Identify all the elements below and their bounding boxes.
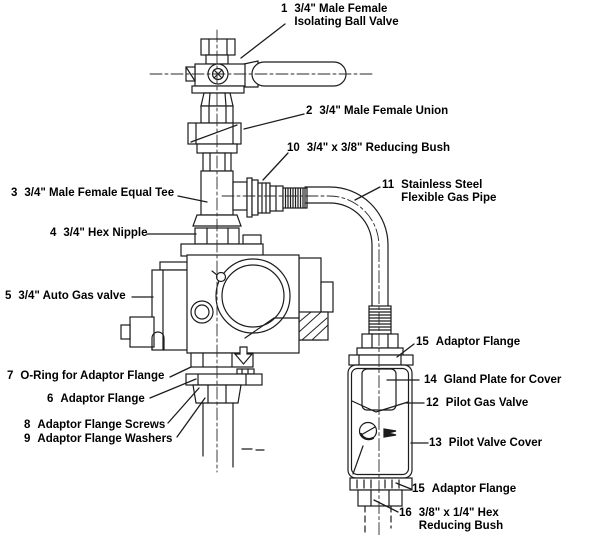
label-number: 5 [5, 290, 12, 302]
part-label-15-top: 15 Adaptor Flange [416, 336, 520, 349]
leader-line-15b [395, 482, 412, 490]
part-label-9: 9 Adaptor Flange Washers [24, 433, 172, 446]
part-label-8: 8 Adaptor Flange Screws [24, 419, 165, 432]
part-label-7: 7 O-Ring for Adaptor Flange [7, 370, 164, 383]
flex-pipe-top-braid [282, 187, 308, 209]
label-number: 13 [429, 437, 442, 449]
equal-tee-drawing [192, 170, 259, 227]
label-number: 10 [287, 142, 300, 154]
label-number: 12 [426, 397, 439, 409]
label-text: O-Ring for Adaptor Flange [20, 370, 165, 382]
label-text: 3/4" Male Female Equal Tee [24, 187, 175, 199]
label-number: 2 [306, 105, 313, 117]
label-number: 15 [412, 483, 425, 495]
leader-line-15a [396, 343, 415, 358]
pilot-bottom-adaptor-flange-drawing [349, 477, 413, 507]
part-label-14: 14 Gland Plate for Cover [424, 374, 561, 387]
part-label-15-bottom: 15 Adaptor Flange [412, 483, 516, 496]
leader-line-8 [167, 387, 200, 424]
label-text: Gland Plate for Cover [443, 374, 562, 386]
label-number: 8 [24, 419, 31, 431]
isolating-ball-valve-drawing [185, 38, 347, 107]
label-text: Pilot Valve Cover [448, 437, 543, 449]
label-text: Adaptor Flange [431, 483, 517, 495]
union-drawing [187, 105, 242, 172]
leader-line-16 [373, 499, 399, 513]
part-label-16: 16 3/8" x 1/4" Hex Reducing Bush [399, 507, 503, 533]
label-text: Pilot Gas Valve [445, 397, 529, 409]
flow-direction-arrow-icon [233, 346, 254, 365]
part-label-3: 3 3/4" Male Female Equal Tee [11, 187, 174, 200]
leader-lines [131, 23, 429, 513]
adaptor-flange-drawing [185, 373, 263, 404]
label-number: 9 [24, 433, 31, 445]
label-number: 16 [399, 507, 412, 519]
leader-line-9 [176, 397, 206, 438]
label-number: 6 [47, 393, 54, 405]
label-number: 11 [382, 179, 395, 191]
pilot-top-adaptor-flange-drawing [348, 333, 414, 366]
label-number: 14 [424, 374, 437, 386]
flex-pipe-bottom-braid [368, 305, 392, 335]
leader-line-1 [240, 23, 286, 59]
label-text: 3/4" Male Female Isolating Ball Valve [294, 3, 399, 28]
label-text: 3/4" Hex Nipple [63, 227, 148, 239]
part-label-12: 12 Pilot Gas Valve [426, 397, 528, 410]
label-text: Adaptor Flange [60, 393, 145, 405]
label-text: 3/8" x 1/4" Hex Reducing Bush [418, 507, 504, 532]
part-label-13: 13 Pilot Valve Cover [429, 437, 542, 450]
part-label-2: 2 3/4" Male Female Union [306, 105, 448, 118]
label-text: 3/4" x 3/8" Reducing Bush [306, 142, 450, 154]
label-text: 3/4" Auto Gas valve [18, 290, 126, 302]
leader-line-10 [262, 152, 289, 181]
leader-line-11 [354, 186, 381, 201]
label-number: 7 [7, 370, 14, 382]
pilot-valve-drawing [347, 364, 413, 479]
label-number: 15 [416, 336, 429, 348]
part-label-4: 4 3/4" Hex Nipple [50, 227, 147, 240]
label-text: Stainless Steel Flexible Gas Pipe [401, 179, 497, 204]
label-number: 1 [281, 3, 288, 15]
centre-lines [149, 29, 380, 537]
leader-line-6 [149, 378, 197, 399]
leader-line-7 [169, 366, 192, 378]
leader-line-3 [177, 195, 208, 203]
label-text: Adaptor Flange Screws [37, 419, 166, 431]
label-number: 4 [50, 227, 57, 239]
part-label-1: 1 3/4" Male Female Isolating Ball Valve [281, 3, 399, 29]
part-label-6: 6 Adaptor Flange [47, 393, 145, 406]
part-label-10: 10 3/4" x 3/8" Reducing Bush [287, 142, 450, 155]
auto-gas-valve-drawing [120, 234, 334, 375]
outlet-pipe-drawing [202, 402, 265, 468]
label-number: 3 [11, 187, 18, 199]
part-label-5: 5 3/4" Auto Gas valve [5, 290, 126, 303]
label-text: Adaptor Flange Washers [37, 433, 173, 445]
reducing-bush-drawing [257, 182, 284, 214]
leader-line-2 [243, 113, 305, 130]
label-text: Adaptor Flange [435, 336, 521, 348]
flexible-gas-pipe-drawing [304, 186, 389, 308]
label-text: 3/4" Male Female Union [319, 105, 449, 117]
part-label-11: 11 Stainless Steel Flexible Gas Pipe [382, 179, 496, 205]
pilot-outlet-pipe-drawing [364, 505, 392, 537]
